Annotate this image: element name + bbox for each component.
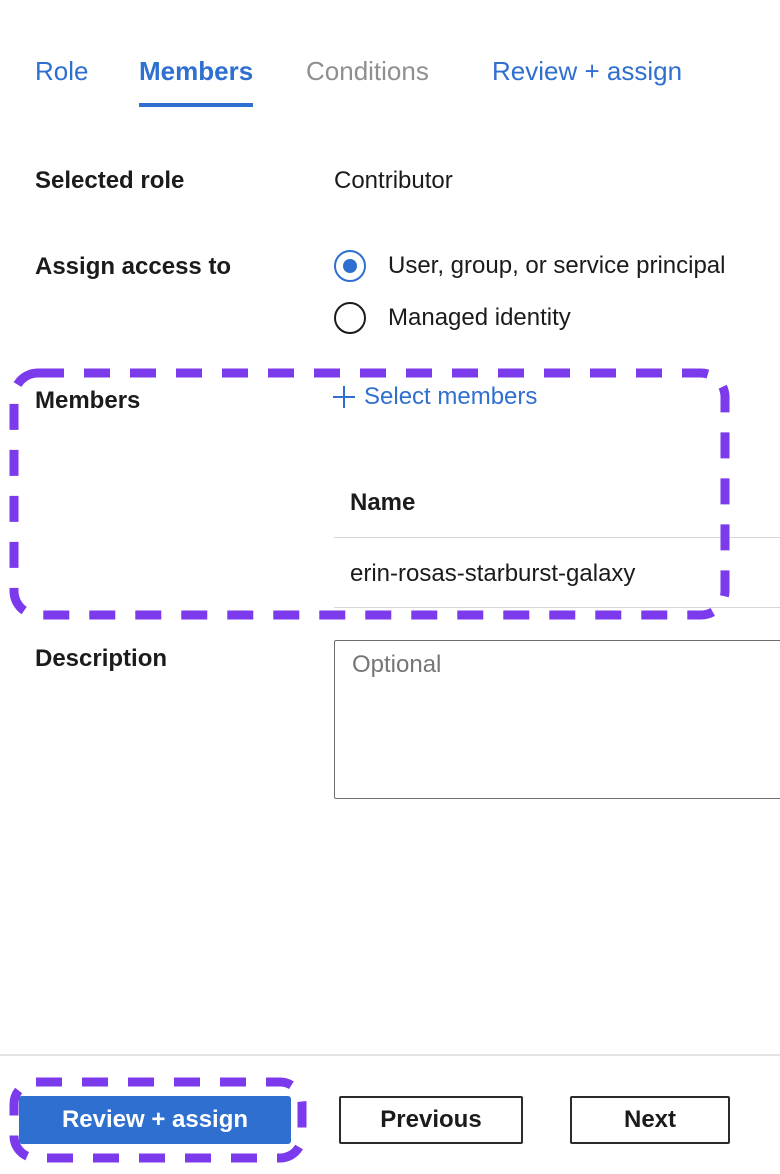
next-button[interactable]: Next <box>570 1096 730 1144</box>
radio-label-user-group-sp: User, group, or service principal <box>388 252 726 279</box>
description-label: Description <box>35 645 168 672</box>
plus-icon <box>332 385 356 409</box>
tab-members[interactable]: Members <box>139 56 254 107</box>
tab-role[interactable]: Role <box>35 56 89 86</box>
members-label: Members <box>35 387 141 414</box>
radio-managed-identity[interactable]: Managed identity <box>334 302 571 334</box>
select-members-label: Select members <box>364 383 538 410</box>
footer-divider <box>0 1054 780 1056</box>
radio-user-group-sp[interactable]: User, group, or service principal <box>334 250 725 282</box>
members-table-header-name: Name <box>334 468 780 538</box>
tab-review-assign[interactable]: Review + assign <box>492 56 683 86</box>
tab-conditions: Conditions <box>306 56 429 86</box>
previous-button[interactable]: Previous <box>339 1096 523 1144</box>
radio-unchecked-icon[interactable] <box>334 302 366 334</box>
radio-label-managed-identity: Managed identity <box>388 304 571 331</box>
selected-role-label: Selected role <box>35 167 185 194</box>
select-members-link[interactable]: Select members <box>332 383 537 411</box>
assign-access-label: Assign access to <box>35 253 232 280</box>
review-assign-button[interactable]: Review + assign <box>19 1096 291 1144</box>
description-textarea[interactable]: Optional <box>334 640 780 799</box>
selected-role-value: Contributor <box>334 167 453 194</box>
members-table: Name erin-rosas-starburst-galaxy <box>334 468 780 608</box>
table-row: erin-rosas-starburst-galaxy <box>334 538 780 608</box>
radio-checked-icon[interactable] <box>334 250 366 282</box>
